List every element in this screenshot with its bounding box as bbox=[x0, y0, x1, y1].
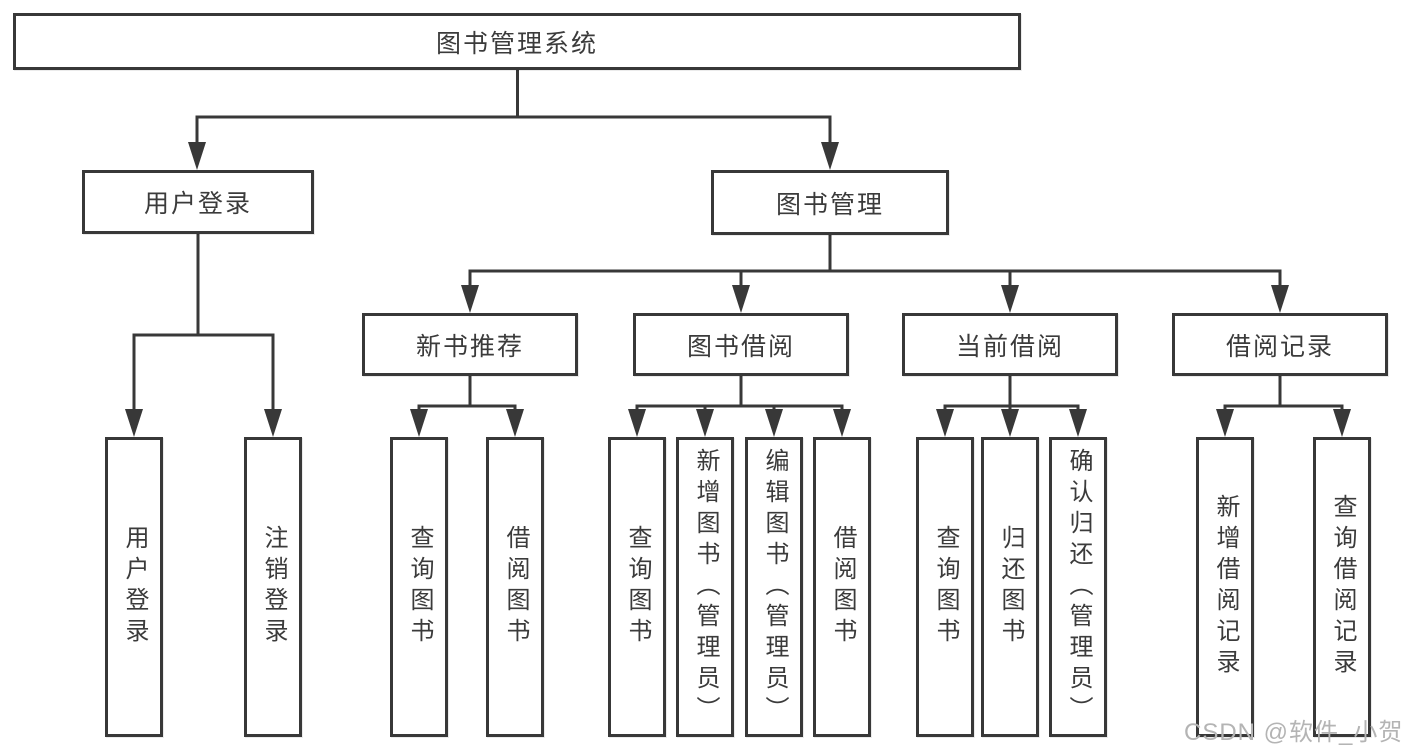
node-borrowing-records: 借阅记录 bbox=[1172, 313, 1388, 376]
leaf-query-books-current: 查询图书 bbox=[916, 437, 974, 737]
leaf-confirm-return-admin: 确认归还（管理员） bbox=[1049, 437, 1107, 737]
node-user-login: 用户登录 bbox=[82, 170, 314, 234]
leaf-user-login: 用户登录 bbox=[105, 437, 163, 737]
leaf-borrow-books-recommend: 借阅图书 bbox=[486, 437, 544, 737]
node-new-book-recommend: 新书推荐 bbox=[362, 313, 578, 376]
leaf-query-books-recommend: 查询图书 bbox=[390, 437, 448, 737]
csdn-watermark: CSDN @软件_小贺同学 bbox=[1184, 719, 1405, 746]
leaf-logout: 注销登录 bbox=[244, 437, 302, 737]
node-root-system: 图书管理系统 bbox=[13, 13, 1021, 70]
node-book-management: 图书管理 bbox=[711, 170, 949, 235]
leaf-borrow-books-borrowing: 借阅图书 bbox=[813, 437, 871, 737]
leaf-add-book-admin: 新增图书（管理员） bbox=[676, 437, 734, 737]
node-current-borrowing: 当前借阅 bbox=[902, 313, 1118, 376]
node-book-borrowing: 图书借阅 bbox=[633, 313, 849, 376]
leaf-query-books-borrowing: 查询图书 bbox=[608, 437, 666, 737]
leaf-query-borrow-record: 查询借阅记录 bbox=[1313, 437, 1371, 737]
leaf-add-borrow-record: 新增借阅记录 bbox=[1196, 437, 1254, 737]
leaf-return-book: 归还图书 bbox=[981, 437, 1039, 737]
leaf-edit-book-admin: 编辑图书（管理员） bbox=[745, 437, 803, 737]
